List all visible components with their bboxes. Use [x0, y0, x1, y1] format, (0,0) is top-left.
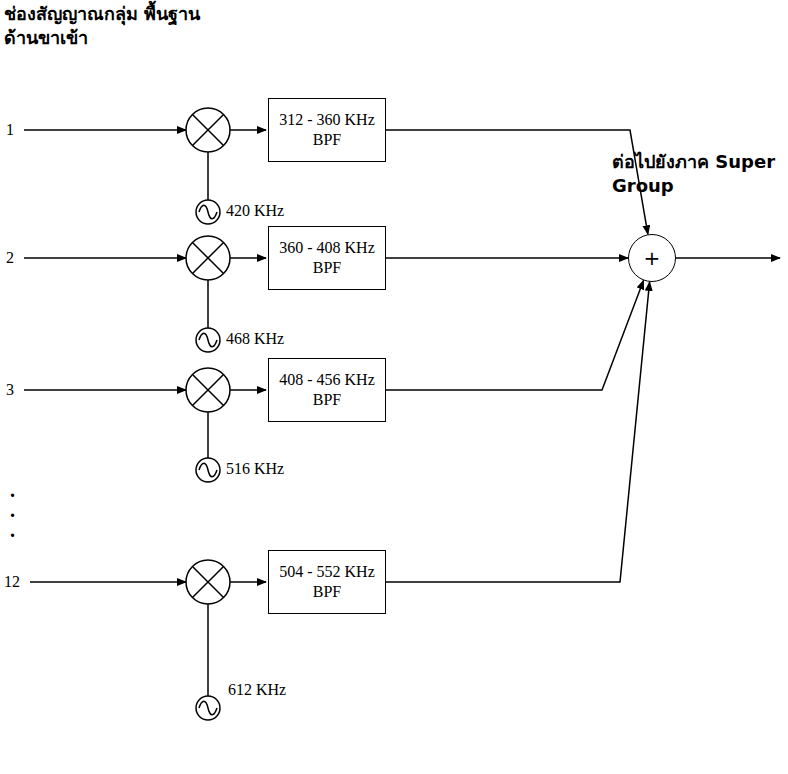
- oscillator-symbol: [196, 328, 220, 352]
- mixer-cross: [192, 374, 223, 405]
- channel-number: 12: [4, 572, 20, 592]
- summer-circle: +: [628, 234, 676, 282]
- sine-wave: [199, 205, 217, 219]
- mixer-cross: [192, 114, 223, 145]
- signal-connector: [386, 257, 628, 259]
- channel-number: 1: [6, 120, 14, 140]
- bandpass-filter-box: 312 - 360 KHz BPF: [268, 98, 386, 162]
- channel-number: 2: [6, 248, 14, 268]
- output-label: ต่อไปยังภาค Super Group: [612, 150, 784, 199]
- signal-connector: [386, 282, 650, 582]
- oscillator-frequency: 612 KHz: [228, 680, 286, 700]
- filter-label: 504 - 552 KHz BPF: [274, 562, 380, 602]
- summer-symbol: +: [644, 246, 661, 271]
- mixer-cross: [192, 566, 223, 597]
- signal-connector: [386, 130, 648, 234]
- channel-number: 3: [6, 380, 14, 400]
- mixer-cross: [192, 566, 223, 597]
- signal-connector: [386, 280, 644, 390]
- mixer-cross: [192, 114, 223, 145]
- sine-wave: [199, 701, 217, 715]
- filter-label: 360 - 408 KHz BPF: [274, 238, 380, 278]
- sine-wave: [199, 463, 217, 477]
- mixer-cross: [192, 242, 223, 273]
- mixer-symbol: [186, 236, 230, 280]
- mixer-cross: [192, 374, 223, 405]
- mixer-symbol: [186, 108, 230, 152]
- mixer-cross: [192, 242, 223, 273]
- mixer-symbol: [186, 368, 230, 412]
- sine-wave: [199, 333, 217, 347]
- filter-label: 408 - 456 KHz BPF: [274, 370, 380, 410]
- filter-label: 312 - 360 KHz BPF: [274, 110, 380, 150]
- bandpass-filter-box: 504 - 552 KHz BPF: [268, 550, 386, 614]
- oscillator-frequency: 516 KHz: [226, 459, 284, 479]
- mixer-symbol: [186, 560, 230, 604]
- ellipsis-dot: .: [10, 518, 15, 543]
- oscillator-symbol: [196, 696, 220, 720]
- oscillator-frequency: 420 KHz: [226, 201, 284, 221]
- oscillator-frequency: 468 KHz: [226, 329, 284, 349]
- oscillator-symbol: [196, 458, 220, 482]
- input-heading: ช่องสัญญาณกลุ่ม พื้นฐานด้านขาเข้า: [4, 2, 204, 51]
- bandpass-filter-box: 360 - 408 KHz BPF: [268, 226, 386, 290]
- oscillator-symbol: [196, 200, 220, 224]
- bandpass-filter-box: 408 - 456 KHz BPF: [268, 358, 386, 422]
